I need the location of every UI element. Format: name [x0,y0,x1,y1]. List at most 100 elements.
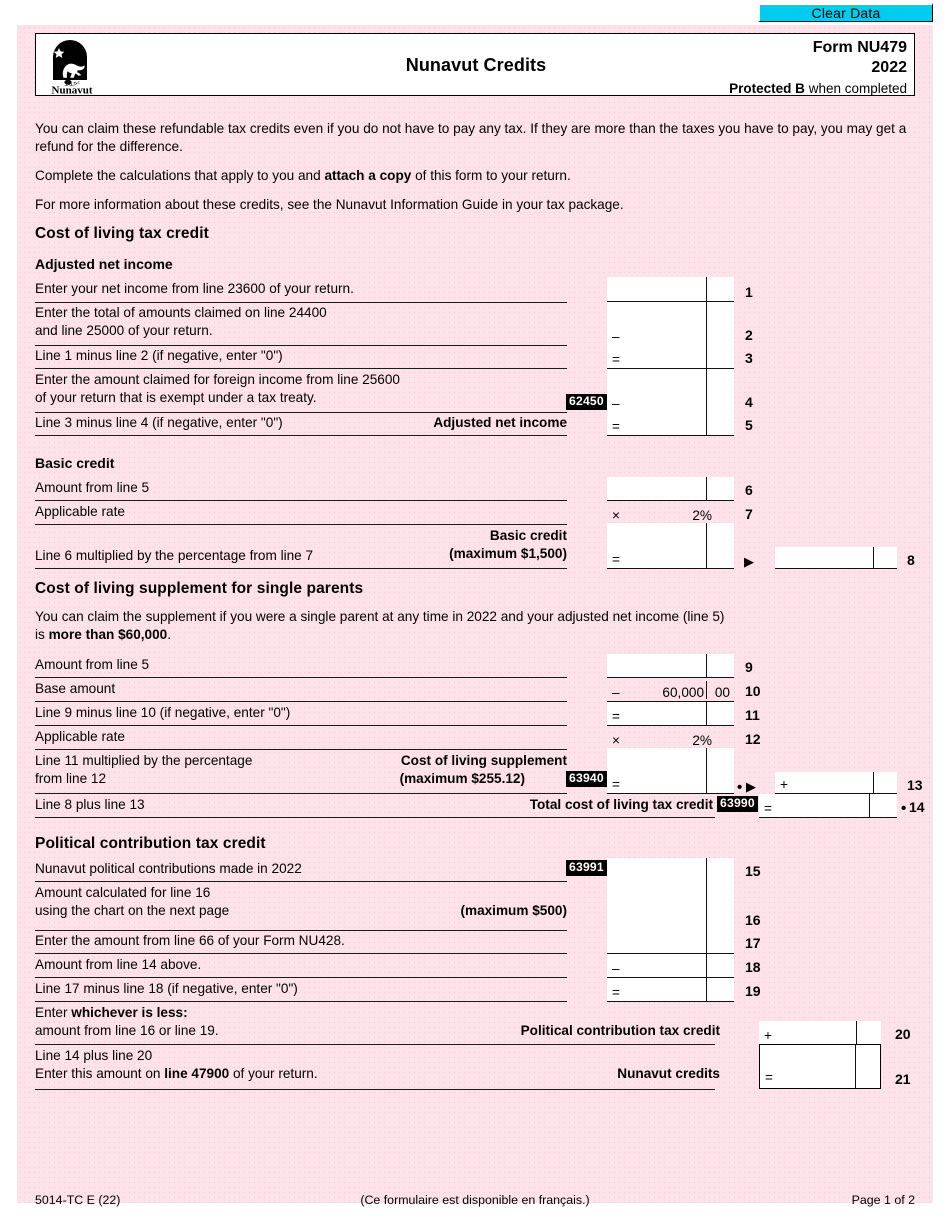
line-11-cents-divider [706,702,707,725]
section-heading-single-parents: Cost of living supplement for single par… [35,580,364,597]
line-20-amount-field[interactable]: + [759,1021,881,1045]
line-8-amount-field[interactable]: = [607,523,734,569]
line-6-rule [35,500,567,501]
line-18-amount-field[interactable]: – [607,954,734,978]
line-15-cents-divider [706,858,707,881]
line-3-cents-divider [706,345,707,368]
single-parents-note-a: You can claim the supplement if you were… [35,609,725,643]
line-17-rule [35,953,567,954]
line-21-post: of your return. [229,1066,318,1082]
line-20-pre: Enter [35,1005,72,1020]
line-9-number: 9 [745,659,753,675]
line-2-amount-field[interactable]: – [607,302,734,346]
line-14-bullet-marker: • [901,800,907,817]
line-13-carry-arrow-icon: ▶ [746,779,756,794]
line-14-number: 14 [909,799,925,815]
line-14-field-code-tag: 63990 [717,796,758,812]
line-15-amount-field[interactable] [607,858,734,882]
line-14-cents-divider [869,794,870,817]
line-9-amount-field[interactable] [607,654,734,678]
svg-text:Nunavut: Nunavut [52,85,93,96]
line-20-cents-divider [856,1021,857,1044]
line-8-cents-divider [706,523,707,568]
line-20-rule [35,1044,715,1045]
line-8-carry-field[interactable] [775,547,897,569]
line-18-operator: – [612,961,620,977]
line-12-operator: × [612,733,620,748]
line-16-label: Amount calculated for line 16 using the … [35,885,230,919]
line-7-rate-field: × 2% [607,501,734,525]
line-13-carry-operator: + [780,777,788,793]
line-17-amount-field[interactable] [607,930,734,954]
line-10-rule [35,701,567,702]
line-16-number: 16 [745,912,761,928]
line-8-carry-arrow-icon: ▶ [744,554,754,569]
line-4-amount-field[interactable]: – [607,369,734,413]
line-9-label: Amount from line 5 [35,657,150,672]
line-10-operator: – [612,685,620,700]
line-17-label: Enter the amount from line 66 of your Fo… [35,933,345,948]
line-19-number: 19 [745,983,761,999]
line-16-rule [35,930,567,931]
line-15-number: 15 [745,863,761,879]
line-2-cents-divider [706,302,707,345]
line-13-rule [35,793,567,794]
line-1-amount-field[interactable] [607,277,734,302]
line-7-rate-value: 2% [692,508,712,523]
line-6-label: Amount from line 5 [35,480,150,495]
line-13-cents-divider [706,748,707,793]
clear-data-button[interactable]: Clear Data [758,3,933,22]
line-21-amount-field[interactable]: = [759,1044,881,1089]
line-13-field-code-tag: 63940 [566,771,607,787]
form-sheet: ᓄᓇᕗᑦ Nunavut Nunavut Credits Form NU479 … [17,25,933,1207]
intro-text: You can claim these refundable tax credi… [35,120,920,214]
line-14-rule [35,817,715,818]
line-16-right-label: (maximum $500) [460,903,567,918]
line-4-cents-divider [706,369,707,412]
single-parents-note-c: . [167,627,172,643]
intro-p2-bold: attach a copy [324,168,412,184]
line-20-bold: whichever is less: [71,1005,188,1020]
line-2-label: Enter the total of amounts claimed on li… [35,305,327,339]
line-13-right-label: Cost of living supplement [400,753,567,768]
line-5-number: 5 [745,417,753,433]
line-17-cents-divider [706,930,707,953]
line-12-rate-field: × 2% [607,726,734,750]
line-18-label: Amount from line 14 above. [35,957,202,972]
line-21-pre: Enter this amount on [35,1066,165,1082]
protected-b-rest: when completed [804,81,907,97]
intro-p2-a: Complete the calculations that apply to … [35,168,325,184]
line-19-cents-divider [706,978,707,1001]
line-18-number: 18 [745,959,761,975]
line-13-amount-field[interactable]: = [607,748,734,794]
line-18-cents-divider [706,954,707,977]
intro-paragraph-2: Complete the calculations that apply to … [35,167,920,185]
line-3-number: 3 [745,350,753,366]
line-5-amount-field[interactable]: = [607,412,734,436]
line-13-label: Line 11 multiplied by the percentage fro… [35,753,253,787]
line-14-right-label: Total cost of living tax credit [529,797,713,812]
line-8-rule [35,568,567,569]
single-parents-note-bold: more than $60,000 [48,627,168,643]
line-4-label: Enter the amount claimed for foreign inc… [35,372,400,406]
nunavut-logo-icon: ᓄᓇᕗᑦ Nunavut [41,36,103,95]
line-10-dollars: 60,000 [662,685,704,700]
line-6-amount-field[interactable] [607,477,734,501]
line-7-number: 7 [745,506,753,522]
line-3-amount-field[interactable]: = [607,345,734,369]
line-9-rule [35,677,567,678]
section-heading-political: Political contribution tax credit [35,835,266,852]
line-5-cents-divider [706,412,707,435]
line-3-rule [35,368,567,369]
line-11-amount-field[interactable]: = [607,702,734,726]
line-12-rule [35,749,567,750]
line-8-right-label: Basic credit [489,528,567,543]
line-19-amount-field[interactable]: = [607,978,734,1002]
line-13-carry-field[interactable]: + [775,772,897,794]
line-16-amount-field[interactable] [607,881,734,931]
line-6-cents-divider [706,477,707,500]
line-14-amount-field[interactable]: = [759,794,897,818]
line-7-label: Applicable rate [35,504,125,519]
line-16-cents-divider [706,881,707,930]
